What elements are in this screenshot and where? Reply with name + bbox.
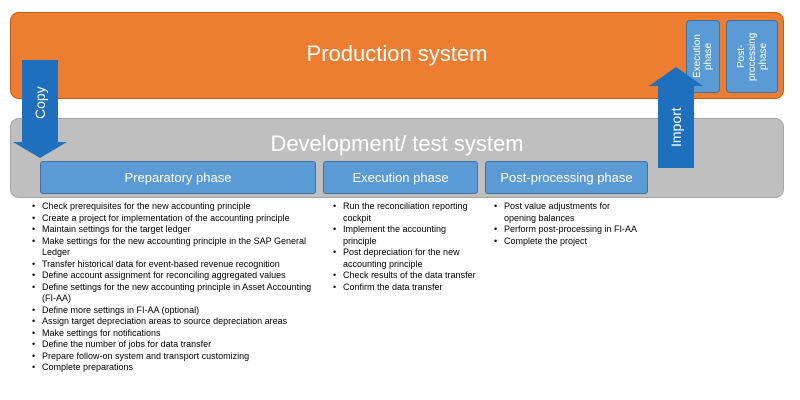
import-arrow: [649, 67, 703, 168]
list-item: Make settings for notifications: [32, 328, 322, 340]
preparatory-phase-title: Preparatory phase: [124, 170, 232, 185]
postprocessing-phase-box: Post-processing phase: [485, 161, 648, 194]
list-item: Define settings for the new accounting p…: [32, 282, 322, 305]
postprocessing-phase-title: Post-processing phase: [500, 170, 633, 185]
execution-phase-box: Execution phase: [323, 161, 478, 194]
list-item: Complete preparations: [32, 362, 322, 374]
postprocessing-steps-list: Post value adjustments for opening balan…: [492, 201, 642, 247]
list-item: Perform post-processing in FI-AA: [494, 224, 642, 236]
list-item: Define more settings in FI-AA (optional): [32, 305, 322, 317]
copy-arrow: [13, 60, 67, 158]
list-item: Make settings for the new accounting pri…: [32, 236, 322, 259]
list-item: Check prerequisites for the new accounti…: [32, 201, 322, 213]
list-item: Complete the project: [494, 236, 642, 248]
copy-arrow-label: Copy: [32, 86, 48, 120]
list-item: Implement the accounting principle: [333, 224, 481, 247]
execution-steps-list: Run the reconciliation reporting cockpit…: [331, 201, 481, 293]
development-test-system-title: Development/ test system: [270, 131, 524, 156]
list-item: Post depreciation for the new accounting…: [333, 247, 481, 270]
list-item: Confirm the data transfer: [333, 282, 481, 294]
list-item: Create a project for implementation of t…: [32, 213, 322, 225]
import-arrow-label: Import: [668, 107, 684, 147]
preparatory-phase-box: Preparatory phase: [40, 161, 316, 194]
list-item: Transfer historical data for event-based…: [32, 259, 322, 271]
preparatory-steps-list: Check prerequisites for the new accounti…: [30, 201, 322, 374]
list-item: Post value adjustments for opening balan…: [494, 201, 642, 224]
list-item: Assign target depreciation areas to sour…: [32, 316, 322, 328]
list-item: Run the reconciliation reporting cockpit: [333, 201, 481, 224]
production-system-title: Production system: [306, 41, 488, 66]
execution-phase-title: Execution phase: [352, 170, 449, 185]
list-item: Prepare follow-on system and transport c…: [32, 351, 322, 363]
list-item: Define the number of jobs for data trans…: [32, 339, 322, 351]
list-item: Check results of the data transfer: [333, 270, 481, 282]
list-item: Maintain settings for the target ledger: [32, 224, 322, 236]
production-postprocessing-phase-box: Post-processing phase: [726, 20, 778, 93]
list-item: Define account assignment for reconcilin…: [32, 270, 322, 282]
